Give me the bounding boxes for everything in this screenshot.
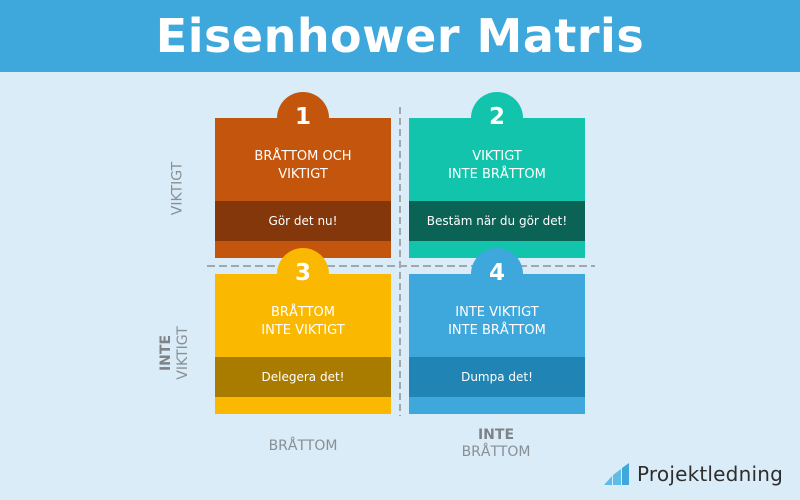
axis-label-text: VIKTIGT <box>175 326 191 380</box>
x-axis-label-not-urgent: INTE BRÅTTOM <box>436 427 556 461</box>
quadrant-4: 4 INTE VIKTIGT INTE BRÅTTOM Dumpa det! <box>409 248 585 414</box>
quadrant-action: Delegera det! <box>215 357 391 397</box>
axis-label-text: BRÅTTOM <box>461 444 531 460</box>
quadrant-number-badge: 4 <box>471 248 523 300</box>
quadrant-1: 1 BRÅTTOM OCH VIKTIGT Gör det nu! <box>215 92 391 258</box>
quadrant-title: BRÅTTOM INTE VIKTIGT <box>261 305 345 338</box>
quadrant-number-badge: 1 <box>277 92 329 144</box>
quadrant-title: INTE VIKTIGT INTE BRÅTTOM <box>448 305 546 338</box>
quadrant-2: 2 VIKTIGT INTE BRÅTTOM Bestäm när du gör… <box>409 92 585 258</box>
quadrant-title: BRÅTTOM OCH VIKTIGT <box>254 149 352 182</box>
y-axis-label-not-important: INTE VIKTIGT <box>158 313 192 393</box>
bar-chart-icon <box>604 463 629 485</box>
quadrant-number-badge: 3 <box>277 248 329 300</box>
quadrant-action: Bestäm när du gör det! <box>409 201 585 241</box>
vertical-divider <box>399 107 401 416</box>
header-banner: Eisenhower Matris <box>0 0 800 72</box>
quadrant-action: Dumpa det! <box>409 357 585 397</box>
axis-label-bold: INTE <box>158 334 174 372</box>
projektledning-logo: Projektledning <box>604 462 783 486</box>
quadrant-3: 3 BRÅTTOM INTE VIKTIGT Delegera det! <box>215 248 391 414</box>
axis-label-bold: INTE <box>477 427 515 443</box>
quadrant-action: Gör det nu! <box>215 201 391 241</box>
quadrant-number-badge: 2 <box>471 92 523 144</box>
logo-text: Projektledning <box>637 462 783 486</box>
horizontal-divider <box>207 265 595 267</box>
quadrant-title: VIKTIGT INTE BRÅTTOM <box>448 149 546 182</box>
page-title: Eisenhower Matris <box>155 9 645 63</box>
x-axis-label-urgent: BRÅTTOM <box>243 438 363 455</box>
y-axis-label-important: VIKTIGT <box>170 149 187 229</box>
axis-label-text: VIKTIGT <box>169 161 186 216</box>
axis-label-text: BRÅTTOM <box>268 438 338 454</box>
